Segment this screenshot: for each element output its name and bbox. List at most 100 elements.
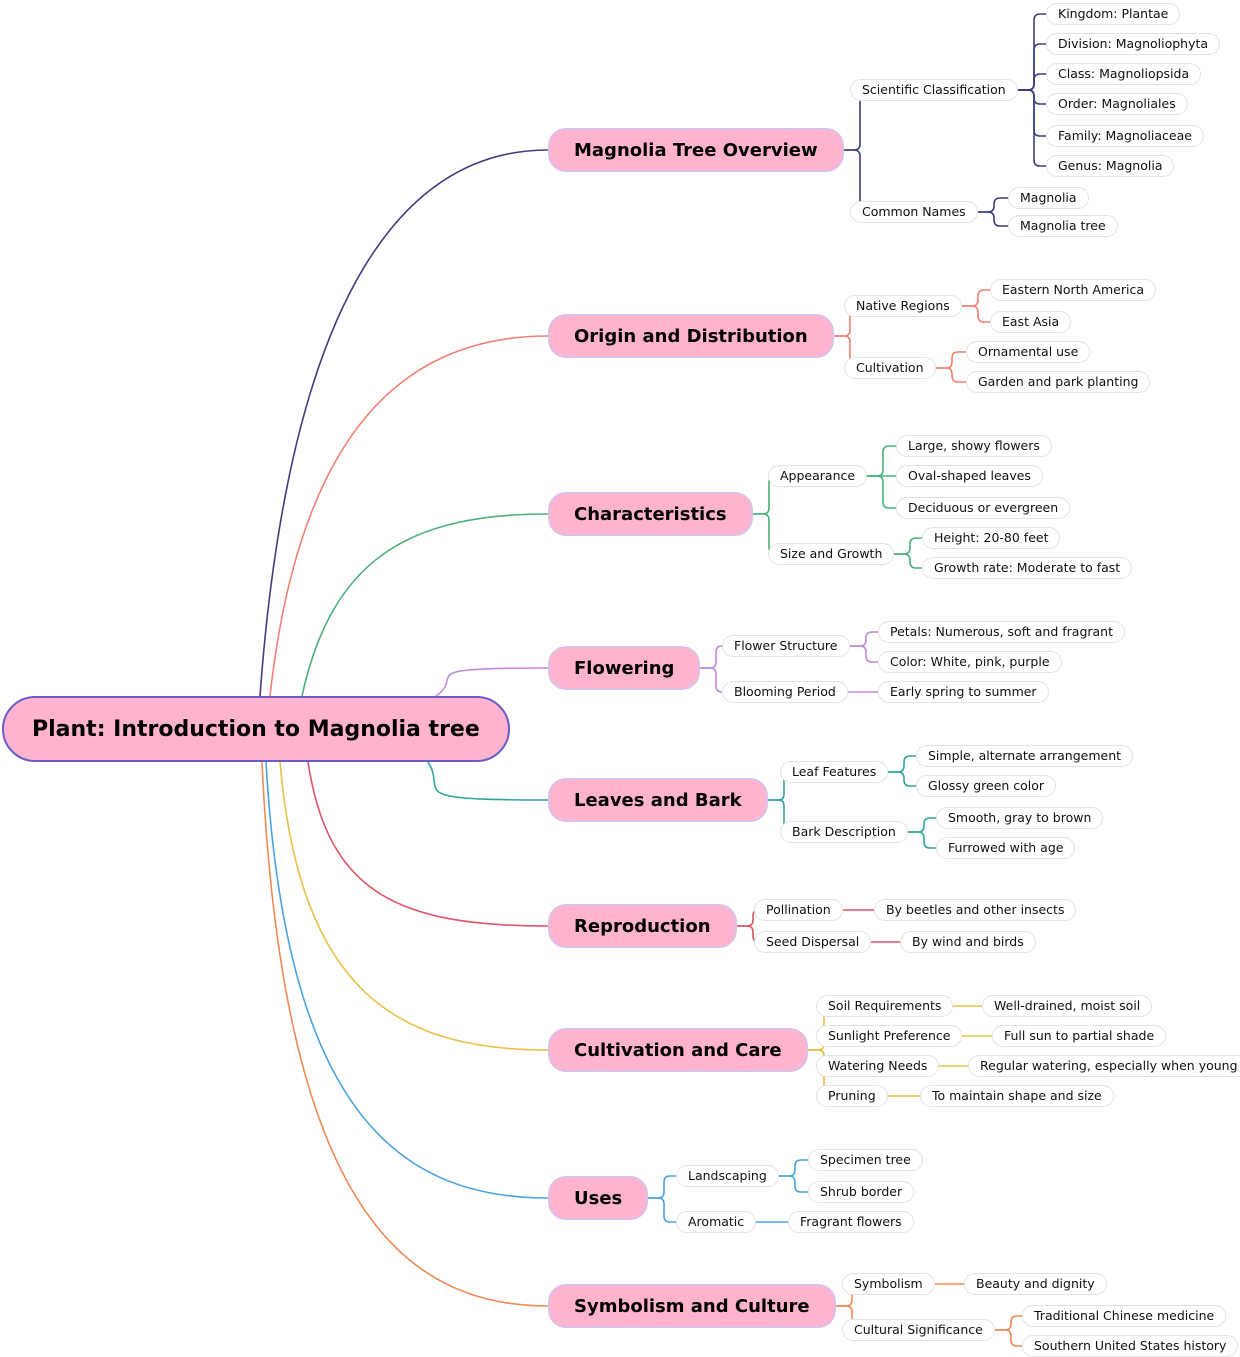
sub-node-leaf-features[interactable]: Leaf Features: [780, 761, 889, 783]
leaf-node[interactable]: By beetles and other insects: [874, 899, 1077, 921]
leaf-node[interactable]: By wind and birds: [900, 931, 1036, 953]
leaf-node[interactable]: Deciduous or evergreen: [896, 497, 1071, 519]
leaf-node[interactable]: Petals: Numerous, soft and fragrant: [878, 621, 1126, 643]
sub-node-aromatic[interactable]: Aromatic: [676, 1211, 757, 1233]
root-branch-connector: [279, 761, 549, 1051]
sub-node-pruning[interactable]: Pruning: [816, 1085, 888, 1107]
sub-node-symbolism[interactable]: Symbolism: [842, 1273, 935, 1295]
leaf-node[interactable]: Furrowed with age: [936, 837, 1076, 859]
leaf-node[interactable]: Early spring to summer: [878, 681, 1049, 703]
leaf-node[interactable]: Glossy green color: [916, 775, 1057, 797]
leaf-node[interactable]: Order: Magnoliales: [1046, 93, 1188, 115]
sub-leaf-connector: [1018, 89, 1046, 167]
branch-node-reproduction[interactable]: Reproduction: [548, 904, 737, 948]
leaf-node[interactable]: Regular watering, especially when young: [968, 1055, 1240, 1077]
sub-leaf-connector: [850, 645, 878, 663]
leaf-node[interactable]: Kingdom: Plantae: [1046, 3, 1181, 25]
sub-leaf-connector: [936, 367, 966, 383]
leaf-node[interactable]: Beauty and dignity: [964, 1273, 1107, 1295]
leaf-node[interactable]: Ornamental use: [966, 341, 1091, 363]
branch-sub-connector: [648, 1175, 676, 1199]
root-branch-connector: [427, 761, 549, 801]
leaf-node[interactable]: Growth rate: Moderate to fast: [922, 557, 1133, 579]
leaf-node[interactable]: Genus: Magnolia: [1046, 155, 1175, 177]
leaf-node[interactable]: Oval-shaped leaves: [896, 465, 1043, 487]
leaf-node[interactable]: Garden and park planting: [966, 371, 1151, 393]
leaf-node[interactable]: Magnolia: [1008, 187, 1089, 209]
sub-node-cultural-significance[interactable]: Cultural Significance: [842, 1319, 995, 1341]
sub-node-cultivation[interactable]: Cultivation: [844, 357, 936, 379]
leaf-node[interactable]: Family: Magnoliaceae: [1046, 125, 1204, 147]
leaf-node[interactable]: Color: White, pink, purple: [878, 651, 1062, 673]
root-branch-connector: [307, 761, 549, 927]
leaf-node[interactable]: Full sun to partial shade: [992, 1025, 1167, 1047]
branch-node-characteristics[interactable]: Characteristics: [548, 492, 753, 536]
leaf-node[interactable]: Smooth, gray to brown: [936, 807, 1104, 829]
sub-leaf-connector: [978, 211, 1008, 227]
sub-leaf-connector: [962, 289, 990, 307]
root-branch-connector: [301, 513, 549, 697]
leaf-node[interactable]: Height: 20-80 feet: [922, 527, 1061, 549]
branch-node-symbolism-and-culture[interactable]: Symbolism and Culture: [548, 1284, 836, 1328]
sub-node-native-regions[interactable]: Native Regions: [844, 295, 962, 317]
leaf-node[interactable]: Magnolia tree: [1008, 215, 1118, 237]
sub-leaf-connector: [1018, 89, 1046, 137]
sub-leaf-connector: [779, 1159, 808, 1177]
sub-leaf-connector: [850, 631, 878, 647]
root-branch-connector: [261, 761, 549, 1307]
sub-node-landscaping[interactable]: Landscaping: [676, 1165, 779, 1187]
leaf-node[interactable]: Fragrant flowers: [788, 1211, 914, 1233]
sub-node-common-names[interactable]: Common Names: [850, 201, 978, 223]
sub-leaf-connector: [978, 197, 1008, 213]
branch-node-uses[interactable]: Uses: [548, 1176, 649, 1220]
root-branch-connector: [269, 335, 549, 697]
sub-leaf-connector: [995, 1329, 1022, 1347]
leaf-node[interactable]: Class: Magnoliopsida: [1046, 63, 1202, 85]
leaf-node[interactable]: Eastern North America: [990, 279, 1156, 301]
branch-node-flowering[interactable]: Flowering: [548, 646, 701, 690]
branch-sub-connector: [700, 645, 723, 669]
sub-leaf-connector: [962, 305, 990, 323]
sub-node-sunlight-preference[interactable]: Sunlight Preference: [816, 1025, 963, 1047]
sub-leaf-connector: [1018, 13, 1046, 91]
leaf-node[interactable]: Simple, alternate arrangement: [916, 745, 1134, 767]
sub-node-scientific-classification[interactable]: Scientific Classification: [850, 79, 1018, 101]
root-branch-connector: [265, 761, 549, 1199]
sub-leaf-connector: [867, 445, 896, 477]
leaf-node[interactable]: Traditional Chinese medicine: [1022, 1305, 1227, 1327]
leaf-node[interactable]: Specimen tree: [808, 1149, 923, 1171]
sub-node-bark-description[interactable]: Bark Description: [780, 821, 908, 843]
sub-node-flower-structure[interactable]: Flower Structure: [722, 635, 850, 657]
leaf-node[interactable]: To maintain shape and size: [920, 1085, 1114, 1107]
sub-node-watering-needs[interactable]: Watering Needs: [816, 1055, 940, 1077]
sub-node-seed-dispersal[interactable]: Seed Dispersal: [754, 931, 872, 953]
sub-node-appearance[interactable]: Appearance: [768, 465, 868, 487]
sub-leaf-connector: [894, 553, 922, 569]
sub-leaf-connector: [779, 1175, 808, 1193]
root-branch-connector: [259, 149, 549, 697]
leaf-node[interactable]: Division: Magnoliophyta: [1046, 33, 1221, 55]
sub-leaf-connector: [936, 351, 966, 369]
sub-leaf-connector: [867, 475, 896, 509]
leaf-node[interactable]: East Asia: [990, 311, 1072, 333]
sub-leaf-connector: [888, 755, 916, 773]
sub-node-blooming-period[interactable]: Blooming Period: [722, 681, 848, 703]
leaf-node[interactable]: Large, showy flowers: [896, 435, 1052, 457]
leaf-node[interactable]: Shrub border: [808, 1181, 915, 1203]
root-branch-connector: [435, 667, 549, 697]
sub-node-soil-requirements[interactable]: Soil Requirements: [816, 995, 954, 1017]
root-node[interactable]: Plant: Introduction to Magnolia tree: [2, 696, 510, 762]
sub-node-size-and-growth[interactable]: Size and Growth: [768, 543, 895, 565]
sub-node-pollination[interactable]: Pollination: [754, 899, 843, 921]
branch-node-origin-and-distribution[interactable]: Origin and Distribution: [548, 314, 834, 358]
sub-leaf-connector: [1018, 73, 1046, 91]
leaf-node[interactable]: Southern United States history: [1022, 1335, 1239, 1357]
branch-node-magnolia-tree-overview[interactable]: Magnolia Tree Overview: [548, 128, 844, 172]
branch-node-cultivation-and-care[interactable]: Cultivation and Care: [548, 1028, 808, 1072]
sub-leaf-connector: [908, 831, 936, 849]
sub-leaf-connector: [894, 537, 922, 555]
leaf-node[interactable]: Well-drained, moist soil: [982, 995, 1153, 1017]
branch-node-leaves-and-bark[interactable]: Leaves and Bark: [548, 778, 768, 822]
sub-leaf-connector: [1018, 43, 1046, 91]
